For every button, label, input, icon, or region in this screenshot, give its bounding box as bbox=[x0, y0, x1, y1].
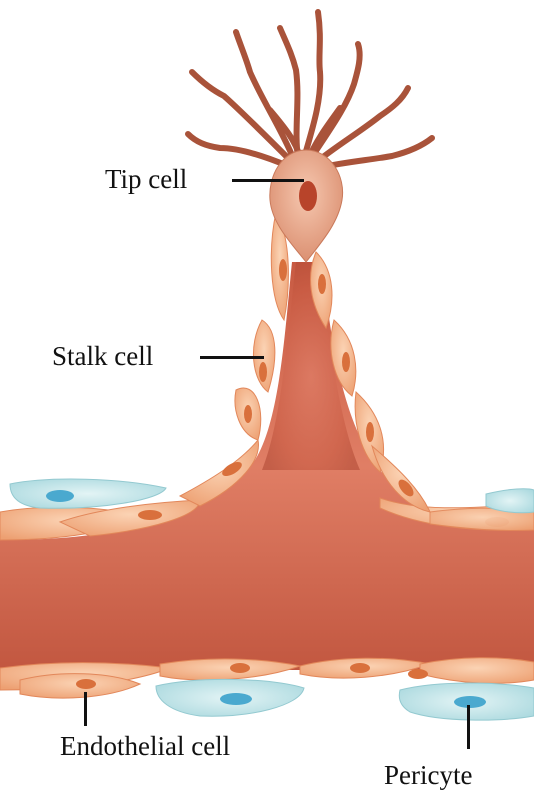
vessel bbox=[0, 262, 534, 670]
tip-cell bbox=[188, 12, 432, 262]
endothelial-cell-label: Endothelial cell bbox=[60, 733, 230, 760]
stalk-cell-leader bbox=[200, 356, 264, 359]
stalk-cell-label: Stalk cell bbox=[52, 343, 153, 370]
tip-cell-leader bbox=[232, 179, 304, 182]
tip-cell-label: Tip cell bbox=[105, 166, 187, 193]
pericyte-leader bbox=[467, 705, 470, 749]
pericyte-label: Pericyte bbox=[384, 762, 472, 789]
filopodia bbox=[188, 12, 432, 168]
endothelial-cell-leader bbox=[84, 692, 87, 726]
tip-cell-nucleus bbox=[299, 181, 317, 211]
